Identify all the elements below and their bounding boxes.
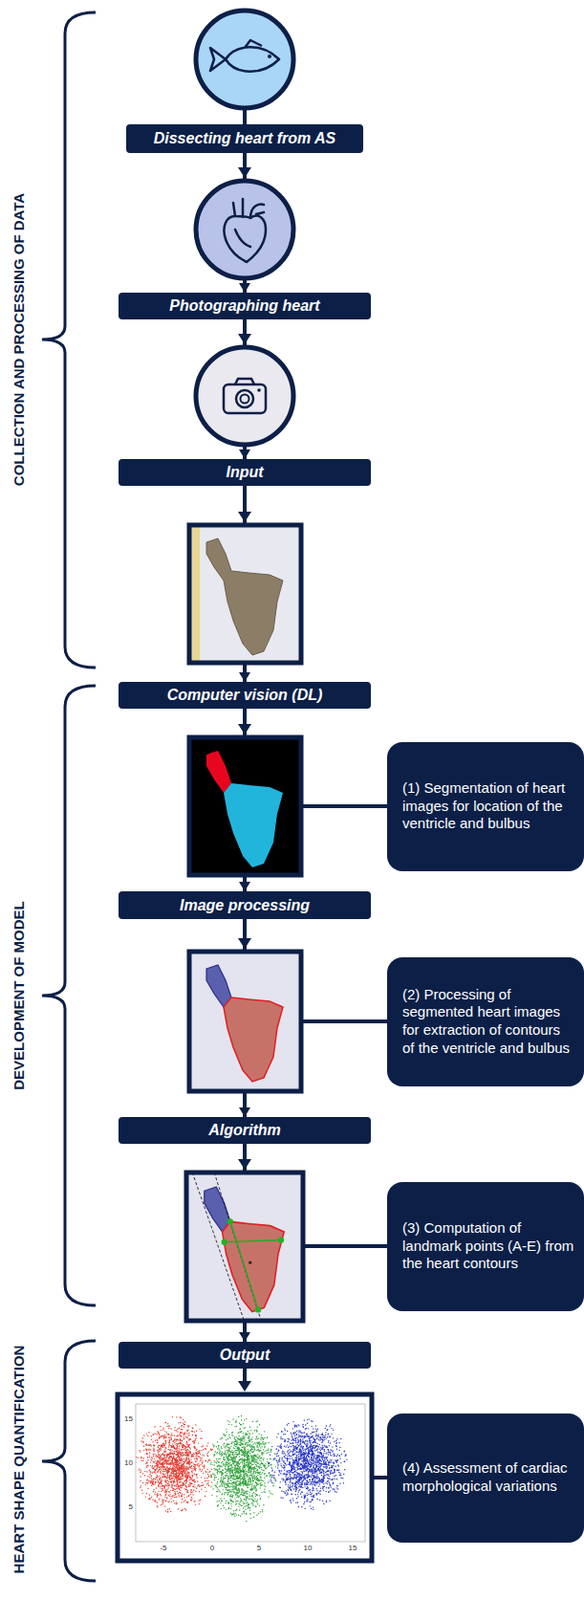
page: Dissecting heart from ASPhotographing he… [0,0,584,1600]
